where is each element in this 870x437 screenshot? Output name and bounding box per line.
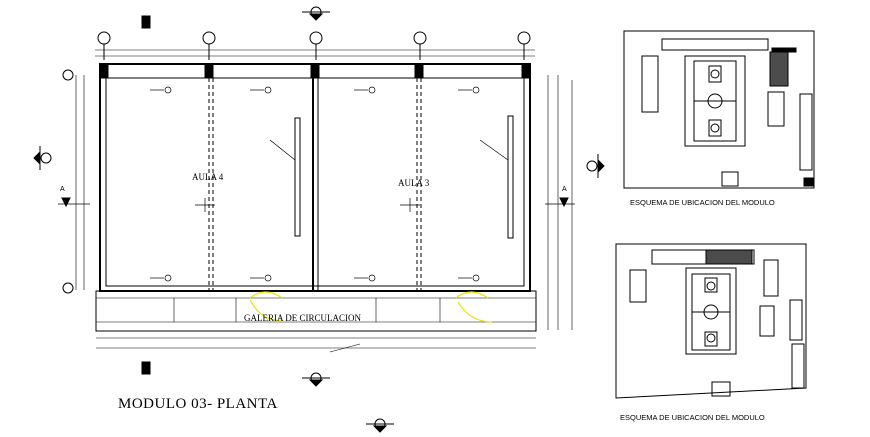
drawing-title: MODULO 03- PLANTA [118, 396, 278, 412]
circulation-gallery [95, 290, 537, 353]
section-label-left: A [60, 186, 65, 193]
room-label-aula-3: AULA 3 [398, 178, 430, 188]
elevation-markers [33, 6, 605, 433]
scheme-caption-2: ESQUEMA DE UBICACION DEL MODULO [620, 413, 765, 422]
building-walls [99, 63, 531, 292]
location-scheme-2 [615, 243, 807, 399]
location-scheme-1 [623, 30, 815, 189]
section-mark-left [58, 197, 90, 208]
scheme-caption-1: ESQUEMA DE UBICACION DEL MODULO [630, 198, 775, 207]
section-label-right: A [562, 186, 567, 193]
axis-bubbles-top [97, 31, 531, 60]
section-mark-right [545, 197, 575, 208]
room-label-aula-4: AULA 4 [192, 172, 224, 182]
room-label-galeria: GALERIA DE CIRCULACION [244, 313, 361, 323]
